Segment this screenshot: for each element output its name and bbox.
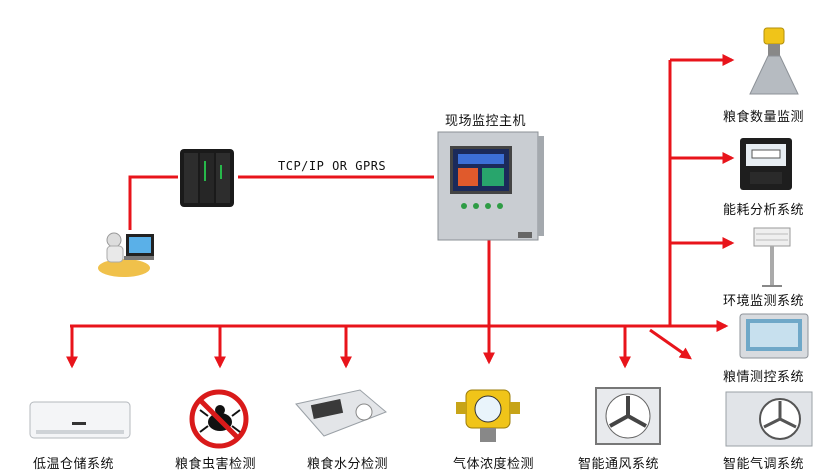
- bottom-device-label-5: 智能通风系统: [578, 457, 660, 472]
- gas-conditioner-icon: [725, 391, 813, 447]
- link-label: TCP/IP OR GPRS: [278, 159, 387, 173]
- server-rack-icon: [180, 149, 234, 207]
- monitoring-host-cabinet: [437, 131, 544, 241]
- ventilation-fan-icon: [595, 387, 661, 445]
- diag-5: [649, 328, 692, 360]
- radar-level-sensor-icon: [749, 27, 799, 95]
- no-bug-icon: [189, 389, 249, 449]
- right-device-label-3: 环境监测系统: [723, 294, 805, 309]
- moisture-meter-icon: [295, 389, 387, 437]
- right-device-label-1: 粮食数量监测: [723, 110, 805, 125]
- bottom-device-label-1: 低温仓储系统: [33, 457, 115, 472]
- bottom-device-label-3: 粮食水分检测: [307, 457, 389, 472]
- host-label: 现场监控主机: [445, 114, 527, 129]
- gas-detector-icon: [456, 389, 520, 442]
- user-workstation-icon: [98, 232, 154, 277]
- touch-panel-icon: [739, 313, 809, 359]
- right-device-label-2: 能耗分析系统: [723, 203, 805, 218]
- bottom-device-label-4: 气体浓度检测: [453, 457, 535, 472]
- wire-user-server: [128, 175, 178, 230]
- bottom-device-label-2: 粮食虫害检测: [175, 457, 257, 472]
- energy-meter-icon: [740, 138, 792, 190]
- air-conditioner-icon: [29, 401, 131, 439]
- right-device-label-4: 粮情测控系统: [723, 370, 805, 385]
- weather-station-icon: [753, 227, 791, 287]
- right-device-label-5: 智能气调系统: [723, 457, 805, 472]
